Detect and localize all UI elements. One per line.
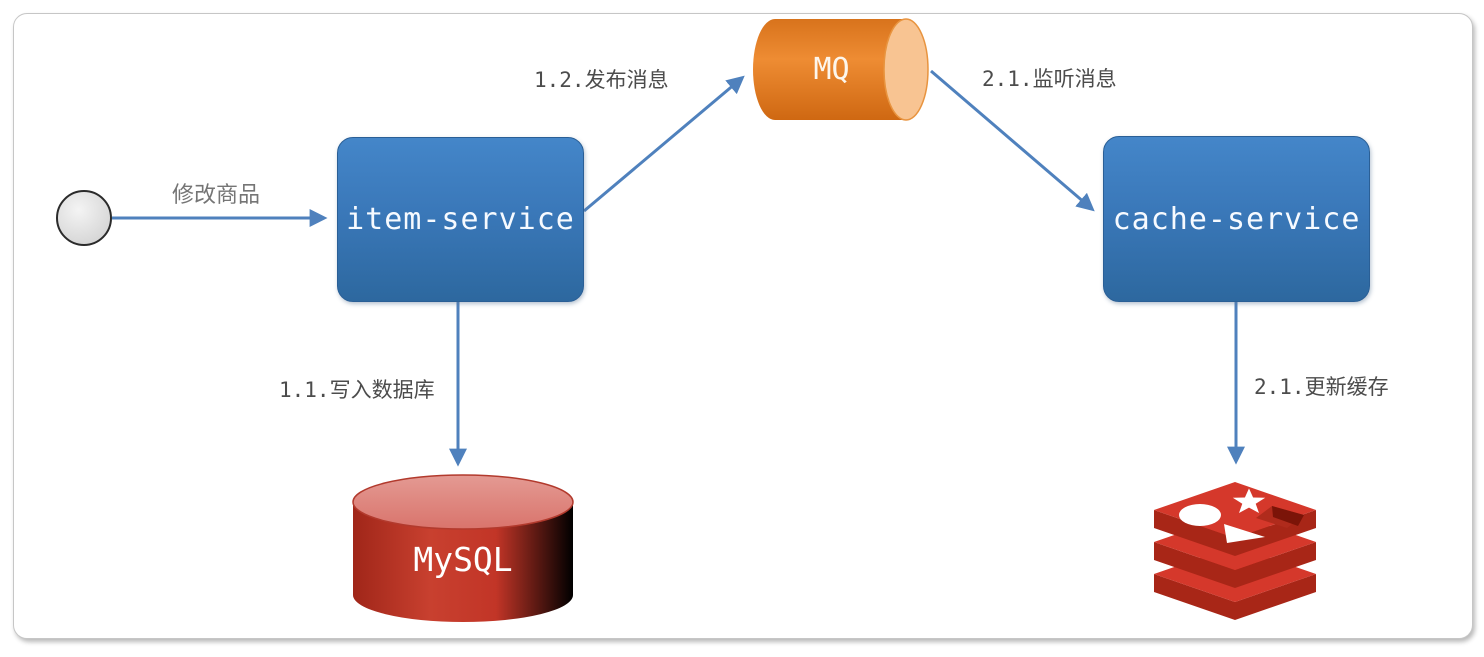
edge-label-write-database: 1.1.写入数据库 xyxy=(279,378,435,402)
edge-label-listen-message: 2.1.监听消息 xyxy=(982,67,1117,91)
node-mq-label: MQ xyxy=(753,19,910,120)
mysql-text: MySQL xyxy=(413,539,513,579)
edge-label-update-cache: 2.1.更新缓存 xyxy=(1254,375,1389,399)
node-mysql-label: MySQL xyxy=(353,500,573,618)
node-item-service: item-service xyxy=(337,137,584,302)
node-cache-service-label: cache-service xyxy=(1112,201,1361,237)
diagram-card xyxy=(13,13,1473,639)
edge-label-publish-message: 1.2.发布消息 xyxy=(534,68,669,92)
mq-text: MQ xyxy=(813,52,850,87)
node-item-service-label: item-service xyxy=(346,202,575,237)
node-cache-service: cache-service xyxy=(1103,136,1370,302)
edge-label-modify-item: 修改商品 xyxy=(172,183,261,208)
